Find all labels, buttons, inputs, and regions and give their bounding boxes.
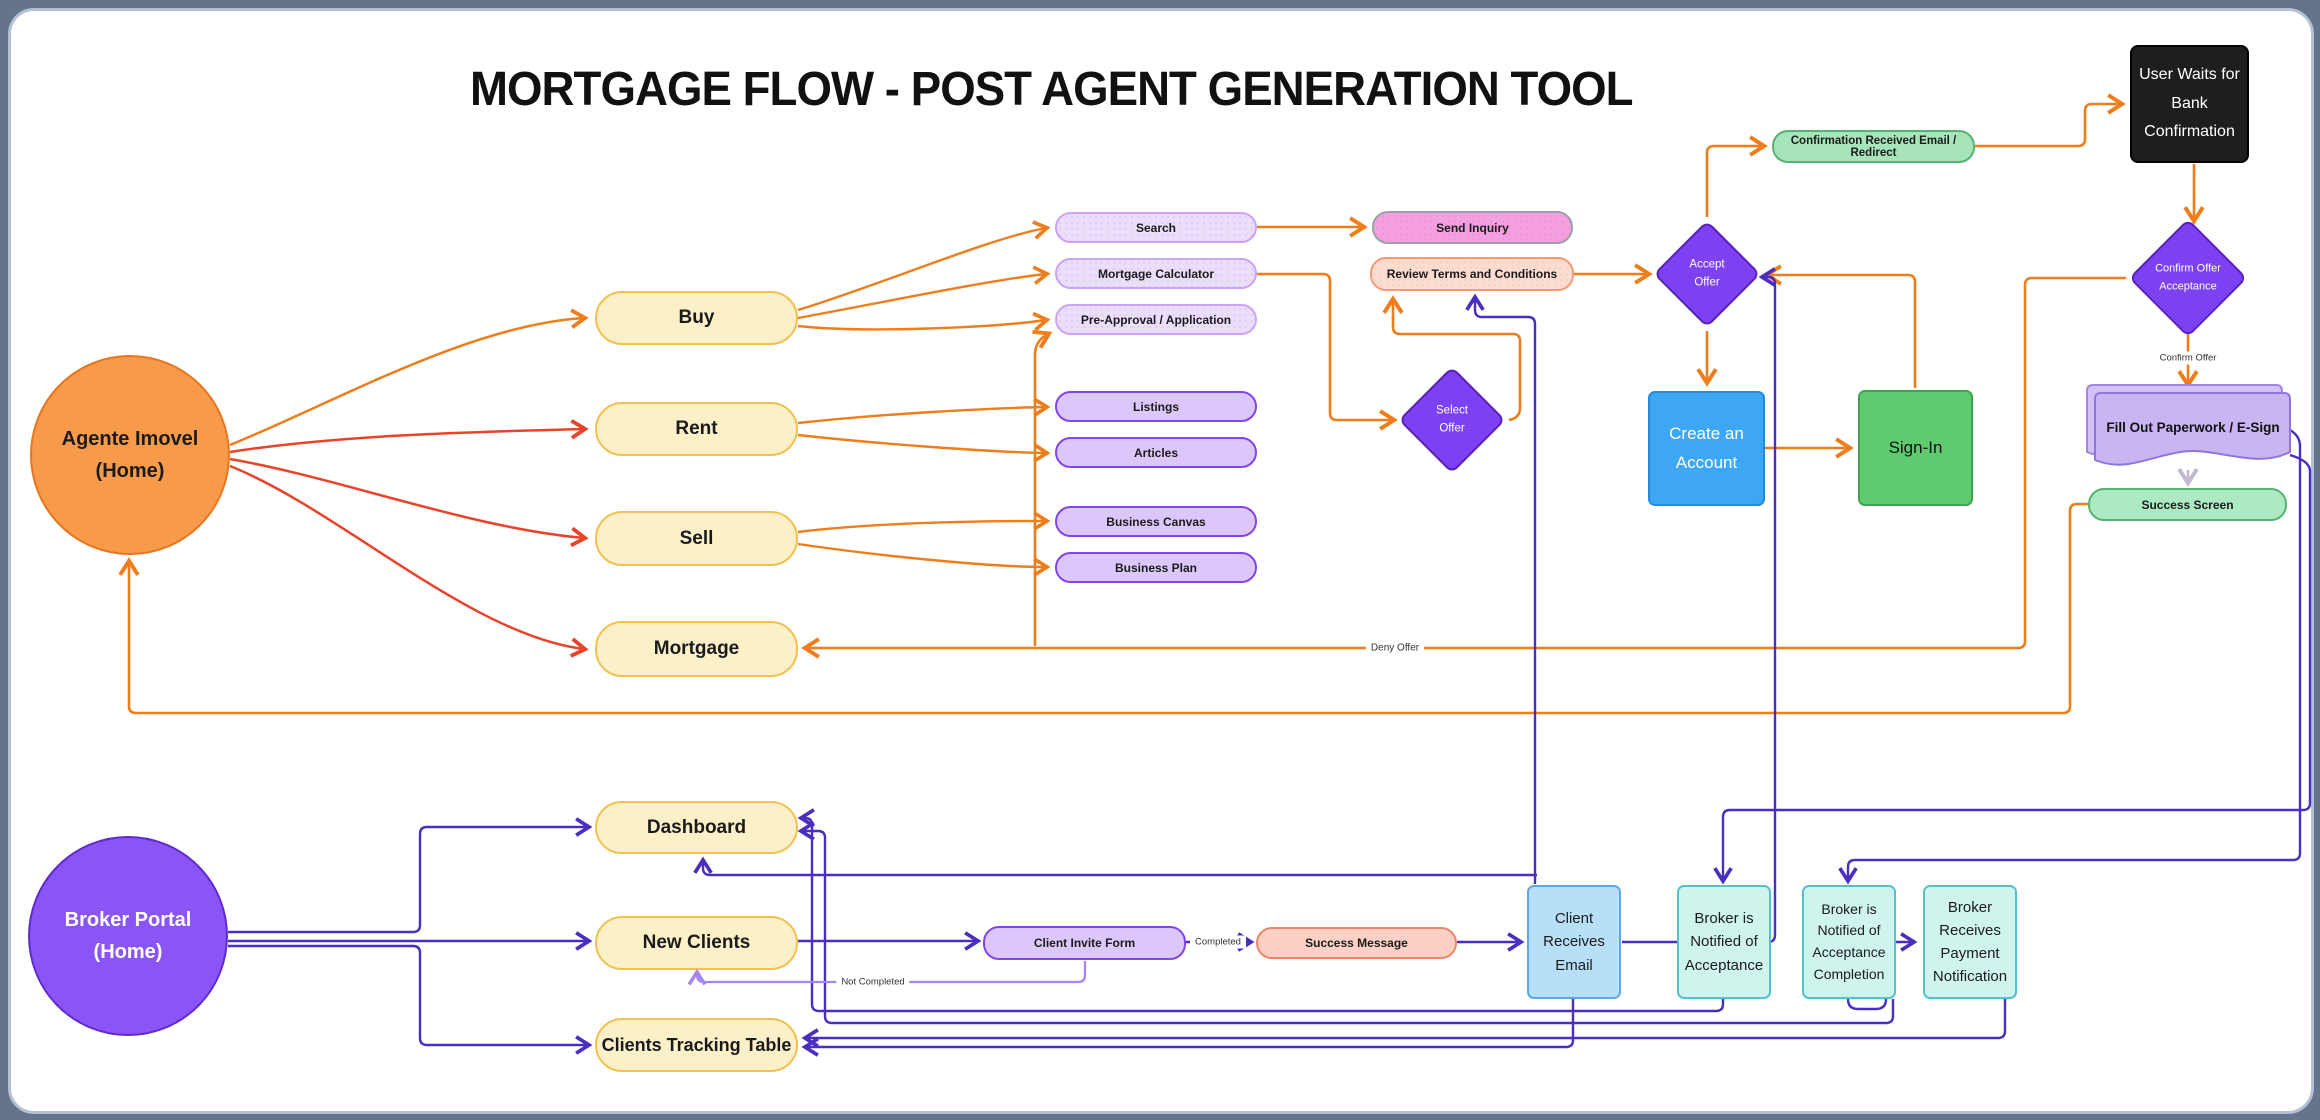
node-broker-portal[interactable]: Broker Portal (Home) [28,836,228,1036]
edge-label-completed: Completed [1190,935,1246,949]
section-fan-edges [797,220,1051,577]
node-buy[interactable]: Buy [595,291,798,345]
node-business-canvas[interactable]: Business Canvas [1055,506,1257,537]
node-articles[interactable]: Articles [1055,437,1257,468]
node-label: Rent [675,418,718,439]
edge-label-confirm-offer: Confirm Offer [2154,351,2222,365]
node-broker-notified-completion[interactable]: Broker is Notified of Acceptance Complet… [1802,885,1896,999]
orange-flow-edges [118,93,2205,715]
node-label: Sign-In [1888,437,1943,457]
node-label: Mortgage Calculator [1097,266,1214,281]
node-label: Pre-Approval / Application [1080,312,1232,327]
node-mortgage-calculator[interactable]: Mortgage Calculator [1055,258,1257,289]
node-fill-out-paperwork[interactable]: Fill Out Paperwork / E-Sign [2106,420,2280,435]
node-listings[interactable]: Listings [1055,391,1257,422]
node-label: Agente Imovel [61,428,199,450]
node-review-terms[interactable]: Review Terms and Conditions [1370,257,1574,291]
node-client-invite-form[interactable]: Client Invite Form [983,926,1186,960]
node-label: Review Terms and Conditions [1386,267,1558,281]
node-label: Create an Account [1669,423,1744,472]
node-create-account[interactable]: Create an Account [1648,391,1765,506]
node-success-screen[interactable]: Success Screen [2088,488,2287,521]
node-label: Articles [1133,445,1179,460]
page-title: MORTGAGE FLOW - POST AGENT GENERATION TO… [470,63,1634,116]
node-mortgage[interactable]: Mortgage [595,621,798,677]
node-label: Buy [678,307,715,328]
node-label: Broker is Notified of Acceptance [1684,910,1764,974]
node-label: Dashboard [646,816,747,838]
node-label: Confirm Offer Acceptance [2155,262,2221,292]
node-label: Broker Portal [64,909,192,931]
node-client-receives-email[interactable]: Client Receives Email [1527,885,1621,999]
node-label: Client Receives Email [1543,910,1605,974]
node-label: Mortgage [653,638,740,659]
node-sell[interactable]: Sell [595,511,798,566]
node-label: Business Canvas [1106,514,1206,529]
node-label: Broker Receives Payment Notification [1932,898,2008,986]
node-label: Listings [1132,399,1179,414]
purple-flow-edges [228,267,2312,1057]
node-label: User Waits for Bank Confirmation [2139,65,2240,141]
node-label: Broker is Notified of Acceptance Complet… [1812,900,1886,982]
node-label: Client Invite Form [1033,936,1136,950]
node-pre-approval[interactable]: Pre-Approval / Application [1055,304,1257,335]
edge-label-not-completed: Not Completed [836,975,910,989]
node-search[interactable]: Search [1055,212,1257,243]
node-broker-notified-acceptance[interactable]: Broker is Notified of Acceptance [1677,885,1771,999]
node-clients-tracking-table[interactable]: Clients Tracking Table [595,1018,798,1072]
node-confirm-offer-acceptance[interactable]: Confirm Offer Acceptance [2128,218,2248,338]
node-label: New Clients [642,932,751,953]
node-sublabel: (Home) [93,941,163,963]
home-fan-edges [229,308,589,658]
node-label: Send Inquiry [1436,220,1509,235]
node-label: Select Offer [1436,404,1468,435]
node-business-plan[interactable]: Business Plan [1055,552,1257,583]
node-sublabel: (Home) [95,460,165,482]
node-label: Accept Offer [1689,258,1725,289]
node-select-offer[interactable]: Select Offer [1398,366,1506,474]
node-user-waits[interactable]: User Waits for Bank Confirmation [2130,45,2249,163]
node-broker-receives-payment[interactable]: Broker Receives Payment Notification [1923,885,2017,999]
node-dashboard[interactable]: Dashboard [595,801,798,854]
node-label: Business Plan [1114,560,1198,575]
edge-label-deny-offer: Deny Offer [1365,641,1425,655]
node-confirmation-received[interactable]: Confirmation Received Email / Redirect [1772,130,1975,163]
node-label: Search [1135,220,1177,235]
node-label: Clients Tracking Table [601,1034,792,1055]
node-accept-offer[interactable]: Accept Offer [1653,220,1761,328]
paperwork-document-shape [2086,384,2291,466]
node-label: Success Message [1305,936,1408,950]
node-label: Sell [679,527,714,549]
node-label: Confirmation Received Email / Redirect [1790,134,1957,159]
node-new-clients[interactable]: New Clients [595,916,798,970]
node-sign-in[interactable]: Sign-In [1858,390,1973,506]
node-agente-imovel[interactable]: Agente Imovel (Home) [30,355,230,555]
node-success-message[interactable]: Success Message [1256,927,1457,959]
node-rent[interactable]: Rent [595,402,798,456]
node-send-inquiry[interactable]: Send Inquiry [1372,211,1573,244]
node-label: Success Screen [2141,497,2234,512]
